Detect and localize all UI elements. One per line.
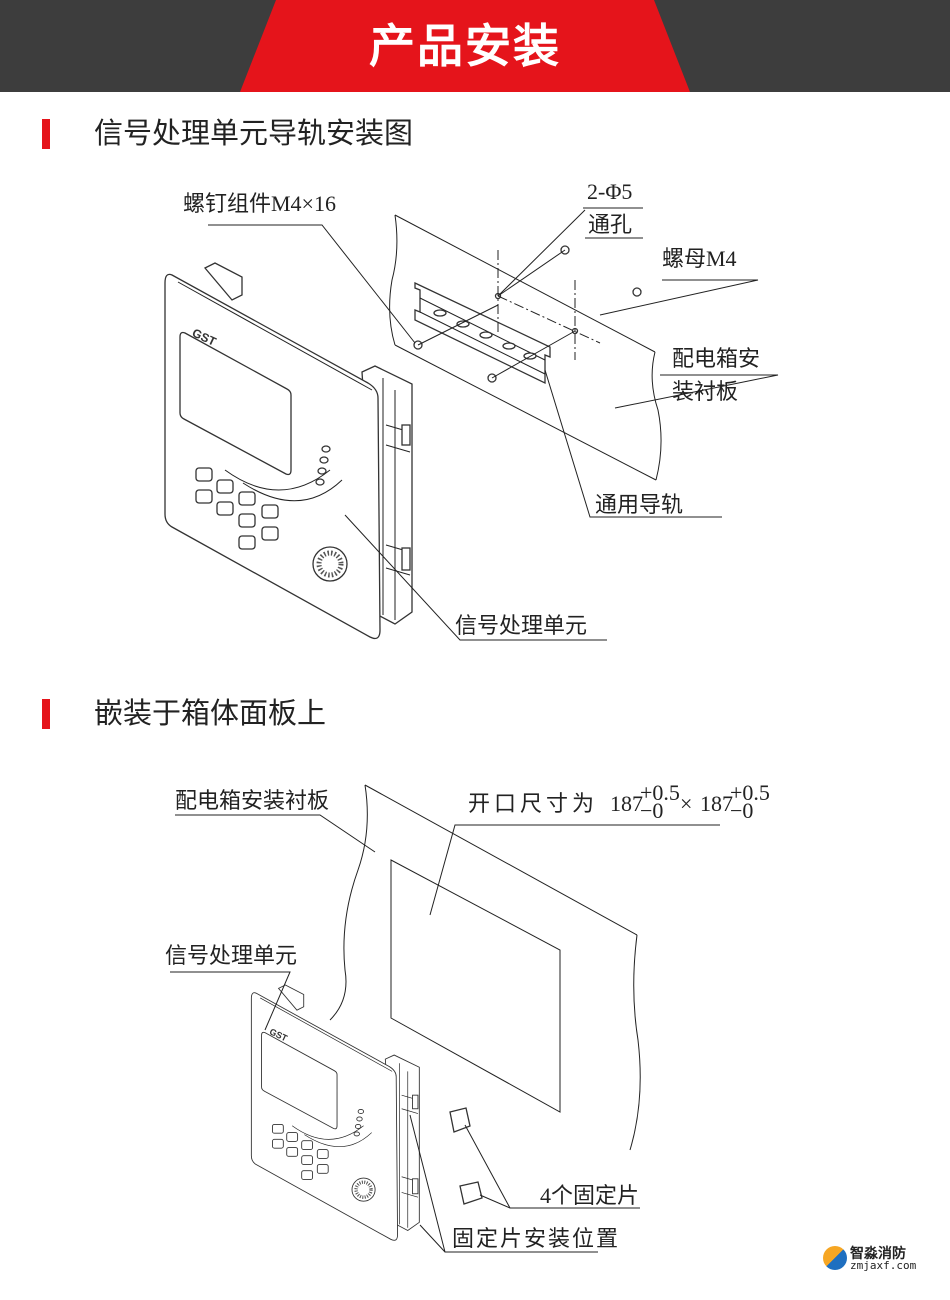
label-panel-2: 装衬板 xyxy=(672,379,738,404)
label-hole-spec: 2-Φ5 xyxy=(587,179,632,204)
section-marker xyxy=(42,119,50,149)
label-hole: 通孔 xyxy=(588,212,632,237)
label-panel: 配电箱安装衬板 xyxy=(175,788,329,813)
opening-dimension: 187 +0.5 −0 × 187 +0.5 −0 xyxy=(610,780,770,823)
tol-minus-1: −0 xyxy=(640,798,663,823)
label-clip-position: 固定片安装位置 xyxy=(452,1226,620,1251)
label-unit: 信号处理单元 xyxy=(455,613,587,638)
section-marker xyxy=(42,699,50,729)
label-opening: 开口尺寸为 xyxy=(468,791,598,816)
tol-plus-2: +0.5 xyxy=(730,780,770,805)
din-rail xyxy=(413,245,642,385)
tol-plus-1: +0.5 xyxy=(640,780,680,805)
times-sign: × xyxy=(680,791,692,816)
page-title: 产品安装 xyxy=(369,20,561,72)
tol-minus-2: −0 xyxy=(730,798,753,823)
section-title: 嵌装于箱体面板上 xyxy=(94,698,327,730)
watermark-logo: 智淼消防 zmjaxf.com xyxy=(823,1243,943,1275)
label-screw: 螺钉组件M4×16 xyxy=(183,191,336,216)
watermark-domain: zmjaxf.com xyxy=(850,1259,917,1272)
section-title: 信号处理单元导轨安装图 xyxy=(94,118,414,150)
label-nut: 螺母M4 xyxy=(662,246,737,271)
header-title-tab xyxy=(240,0,690,92)
dim-1: 187 xyxy=(610,791,643,816)
brand-icon xyxy=(823,1246,847,1270)
label-panel-1: 配电箱安 xyxy=(672,346,760,371)
clips xyxy=(449,1107,483,1205)
watermark-name: 智淼消防 xyxy=(850,1245,906,1261)
label-clips: 4个固定片 xyxy=(540,1183,639,1208)
signal-unit-device xyxy=(165,263,412,638)
dim-2: 187 xyxy=(700,791,733,816)
mounting-panel xyxy=(389,214,662,481)
mounting-panel-2 xyxy=(329,784,641,1151)
leaders xyxy=(208,207,779,641)
signal-unit-device-2 xyxy=(249,983,422,1243)
label-unit-2: 信号处理单元 xyxy=(165,943,297,968)
label-rail: 通用导轨 xyxy=(595,492,683,517)
leaders-2 xyxy=(170,814,720,1253)
